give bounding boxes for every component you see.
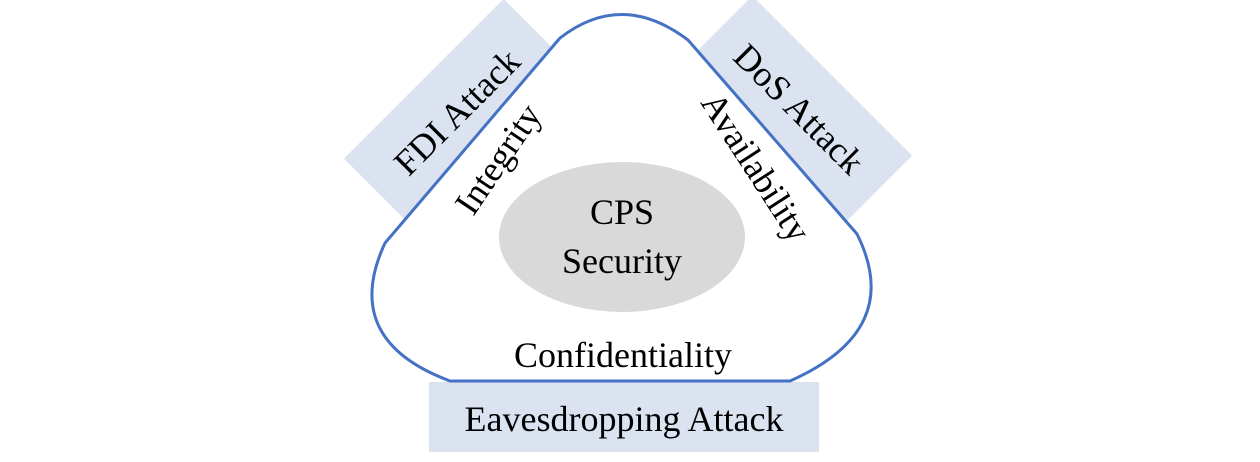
fdi-attack-box-bg — [343, 0, 571, 226]
center-title-line1: CPS — [590, 192, 654, 232]
eavesdropping-attack-box: Eavesdropping Attack — [429, 382, 819, 452]
eavesdropping-attack-box-bg — [429, 382, 819, 452]
eavesdropping-attack-label: Eavesdropping Attack — [465, 399, 784, 439]
center-ellipse — [499, 162, 745, 312]
dos-attack-box-bg — [685, 0, 913, 223]
center-title-line2: Security — [562, 241, 682, 281]
confidentiality-label: Confidentiality — [514, 335, 732, 375]
